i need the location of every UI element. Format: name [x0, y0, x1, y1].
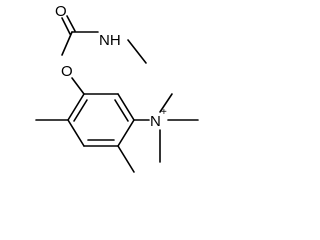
bond-n-to-upper-methyl	[159, 93, 173, 113]
ammonium-nitrogen-label: N	[150, 113, 161, 130]
ring-bond-6	[67, 93, 85, 121]
molecule-diagram: O NH O N +	[35, 3, 199, 173]
structure-canvas: O NH O N +	[35, 3, 199, 173]
bond-carbonyl-double-a	[61, 17, 71, 35]
bond-ring-to-bottom-methyl	[117, 145, 135, 173]
ammonium-charge-label: +	[161, 107, 167, 118]
ester-oxygen-label: O	[61, 63, 73, 80]
bond-carbonyl-to-ester-o	[61, 31, 73, 56]
amide-nitrogen-label: NH	[99, 32, 121, 49]
bond-ester-o-to-ring	[71, 77, 85, 95]
bond-carbonyl-double-b	[66, 15, 76, 32]
carbonyl-oxygen-label: O	[55, 3, 67, 20]
ring-bond-2	[117, 93, 135, 121]
ring-bond-2-inner	[114, 99, 129, 122]
ring-bond-5	[67, 119, 85, 147]
ring-bond-6-inner	[73, 99, 88, 122]
bond-nh-to-methyl	[127, 39, 147, 64]
ring-bond-3	[117, 119, 135, 147]
